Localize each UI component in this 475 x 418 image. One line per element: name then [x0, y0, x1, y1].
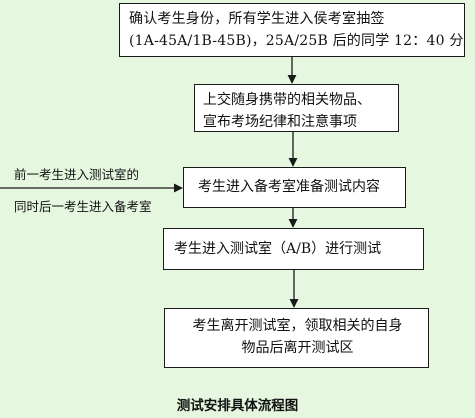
- step-4-line-1: 考生进入测试室（A/B）进行测试: [174, 241, 382, 257]
- step-5-box: 考生离开测试室，领取相关的自身 物品后离开测试区: [164, 308, 429, 368]
- step-1-line-2: (1A-45A/1B-45B)，25A/25B 后的同学 12：40 分: [129, 33, 464, 49]
- step-5-line-1: 考生离开测试室，领取相关的自身: [192, 318, 403, 334]
- side-note-line-2: 同时后一考生进入备考室: [14, 199, 152, 214]
- step-2-line-2: 宣布考场纪律和注意事项: [203, 114, 357, 130]
- step-2-line-1: 上交随身携带的相关物品、: [203, 92, 371, 108]
- side-note-line-1: 前一考生进入测试室的: [14, 167, 140, 182]
- diagram-caption: 测试安排具体流程图: [176, 398, 299, 414]
- step-3-line-1: 考生进入备考室准备测试内容: [198, 179, 380, 195]
- step-2-box: 上交随身携带的相关物品、 宣布考场纪律和注意事项: [194, 84, 399, 132]
- step-1-box: 确认考生身份，所有学生进入侯考室抽签 (1A-45A/1B-45B)，25A/2…: [119, 3, 465, 57]
- step-4-box: 考生进入测试室（A/B）进行测试: [163, 228, 424, 270]
- step-3-box: 考生进入备考室准备测试内容: [183, 167, 406, 208]
- step-5-line-2: 物品后离开测试区: [241, 340, 354, 356]
- step-1-line-1: 确认考生身份，所有学生进入侯考室抽签: [129, 11, 385, 27]
